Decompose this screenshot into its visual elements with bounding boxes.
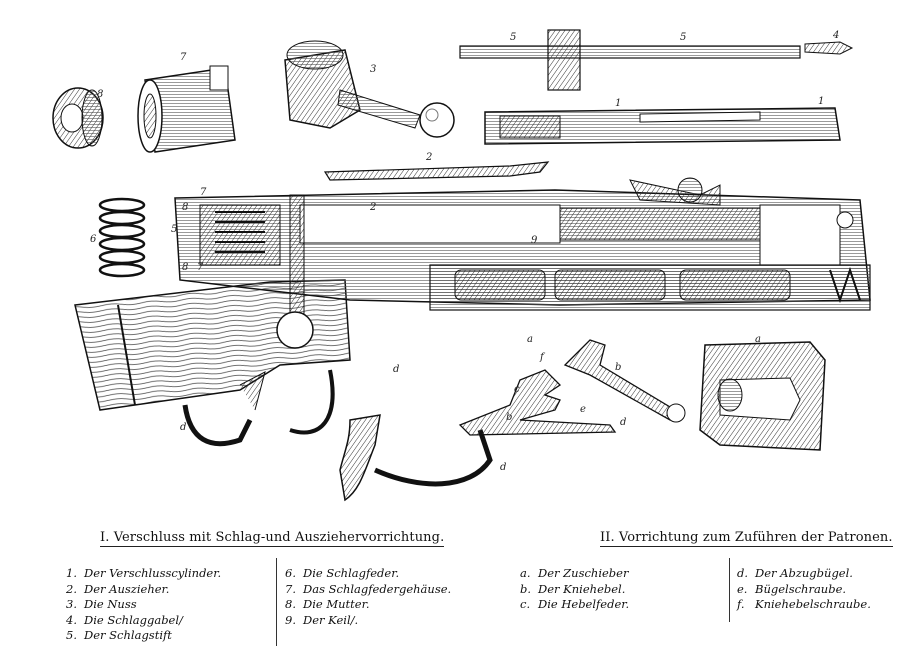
label-7: 7 [180,52,187,63]
legend-item: 3.Die Nuss [66,597,137,611]
legend-item: f.Kniehebelschraube. [737,597,871,611]
legend-item: 7.Das Schlagfedergehäuse. [285,581,452,596]
label-2b: 2 [369,202,376,213]
label-3: 3 [370,64,376,75]
label-d-guard: d [180,422,186,433]
rifle-mechanism-illustration: 8 7 3 5 5 4 1 1 2 [52,29,871,502]
legend-column-2: 6.Die Schlagfeder. 7.Das Schlagfedergehä… [285,566,451,628]
part-a-carrier: a [699,334,826,451]
label-b-lever: b [506,412,512,423]
label-e: e [580,404,586,415]
label-b: b [615,362,621,373]
label-5a: 5 [510,32,516,43]
section-2-title: II. Vorrichtung zum Zuführen der Patrone… [600,530,893,547]
label-a: a [755,334,761,345]
legend-item: a.Der Zuschieber [520,566,629,580]
legend-item: 5.Der Schlagstift [66,628,172,642]
legend-divider-2 [729,558,730,622]
part-7-spring-housing: 7 [137,52,236,153]
label-d-assembly: d [393,364,399,375]
legend-item: 1.Der Verschlusscylinder. [66,566,222,580]
label-4: 4 [832,30,839,41]
label-5c: 5 [171,224,177,235]
legend-item: e.Bügelschraube. [737,581,847,596]
label-f: f [539,352,546,363]
legend-column-3: a.Der Zuschieber b.Der Kniehebel. c.Die … [520,566,629,613]
label-2: 2 [425,152,432,163]
label-7b: 7 [200,187,207,198]
label-d-lever: d [620,417,626,428]
part-5-firing-pin: 5 5 4 [459,29,854,91]
legend-column-1: 1.Der Verschlusscylinder. 2.Der Ausziehe… [66,566,221,644]
label-8b: 8 [182,202,188,213]
legend-divider-1 [276,558,277,646]
label-7c: 7 [197,262,204,273]
legend-item: 6.Die Schlagfeder. [285,566,400,580]
part-1-bolt-cylinder: 1 1 [484,96,841,145]
part-feed-levers: f c b e b d [458,339,686,436]
label-c: c [514,384,520,395]
label-8: 8 [97,89,103,100]
legend-item: b.Der Kniehebel. [520,581,626,596]
legend-item: c.Die Hebelfeder. [520,597,630,611]
label-5b: 5 [680,32,686,43]
part-3-nuss: 3 [284,40,455,138]
legend-item: 8.Die Mutter. [285,597,370,611]
label-1b: 1 [818,96,824,107]
label-a-assembly: a [527,334,533,345]
part-d-trigger-guard: d [339,414,506,502]
part-6-spring: 6 [90,197,146,278]
label-d-loose: d [500,462,506,473]
legend-column-4: d.Der Abzugbügel. e.Bügelschraube. f.Kni… [737,566,871,613]
assembled-action: 7 8 5 8 7 2 9 a d d [74,177,871,447]
part-2-extractor: 2 [323,152,550,181]
label-1a: 1 [615,98,621,109]
legend-item: 4.Die Schlaggabel/ [66,612,183,627]
legend-item: 9.Der Keil/. [285,612,359,627]
section-1-title: I. Verschluss mit Schlag-und Ausziehervo… [100,530,445,547]
label-9: 9 [531,235,538,246]
legend-item: 2.Der Auszieher. [66,581,170,596]
part-8-nut: 8 [52,87,104,149]
label-6: 6 [90,234,97,245]
label-8c: 8 [182,262,188,273]
legend-item: d.Der Abzugbügel. [737,566,853,580]
